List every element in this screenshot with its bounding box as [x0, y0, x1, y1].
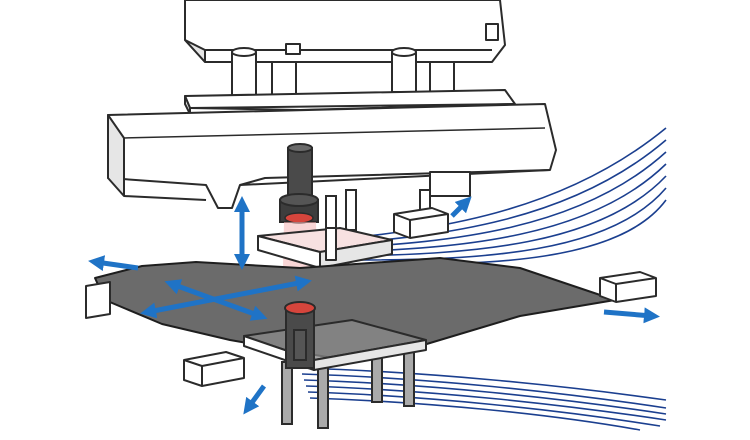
xy-axis-arrow [140, 275, 312, 321]
lower-wire-bundle [299, 367, 667, 431]
lower-connector-arrow [243, 384, 267, 415]
upper-camera-lens [284, 212, 314, 224]
left-clamp [85, 281, 111, 319]
upper-connector [393, 207, 449, 239]
upper-camera [279, 143, 319, 224]
lower-camera [284, 301, 316, 369]
left-move-arrow [88, 255, 139, 272]
lower-connector [183, 351, 245, 387]
lower-camera-lens [284, 301, 316, 315]
right-connector [599, 271, 657, 303]
right-move-arrow [603, 307, 660, 324]
top-head-unit [107, 0, 557, 209]
upper-connector-arrow [450, 196, 472, 218]
